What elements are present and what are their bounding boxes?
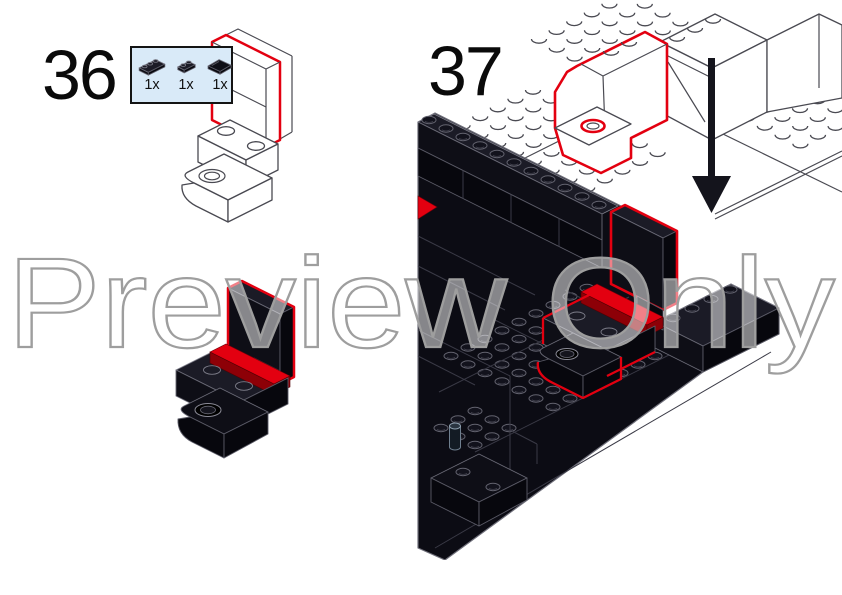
ghost-highlighted-subassembly bbox=[553, 30, 669, 175]
ghost-upper-deck bbox=[424, 3, 842, 220]
plate-1x3-icon bbox=[138, 59, 166, 76]
right-brick-row bbox=[654, 283, 780, 373]
bottom-left-platform bbox=[430, 453, 528, 527]
step-36-ghost-subassembly bbox=[181, 28, 293, 223]
part-item: 1x bbox=[135, 55, 169, 93]
step-36-number: 36 bbox=[42, 36, 118, 114]
arrow-down-icon bbox=[692, 58, 731, 213]
part-qty: 1x bbox=[178, 77, 194, 93]
tile-2x2-icon bbox=[207, 59, 232, 75]
step-37-assembly-drawing bbox=[417, 3, 842, 560]
part-item: 1x bbox=[169, 55, 203, 93]
wedge bbox=[537, 332, 622, 399]
ghost-wedge-group bbox=[181, 153, 273, 223]
bar-pin bbox=[449, 422, 461, 451]
highlighted-subassembly bbox=[536, 203, 679, 400]
plate-1x2-icon bbox=[177, 60, 196, 74]
part-qty: 1x bbox=[144, 77, 160, 93]
ghost-bricks bbox=[659, 13, 842, 141]
parts-callout: 1x 1x 1x bbox=[130, 46, 233, 104]
part-item: 1x bbox=[203, 55, 237, 93]
black-wedge-group bbox=[177, 387, 269, 459]
red-edge-wedge bbox=[417, 195, 438, 220]
step-37-number: 37 bbox=[428, 32, 504, 110]
panel bbox=[609, 203, 679, 312]
step-36-result-subassembly bbox=[175, 279, 296, 459]
part-qty: 1x bbox=[212, 77, 228, 93]
